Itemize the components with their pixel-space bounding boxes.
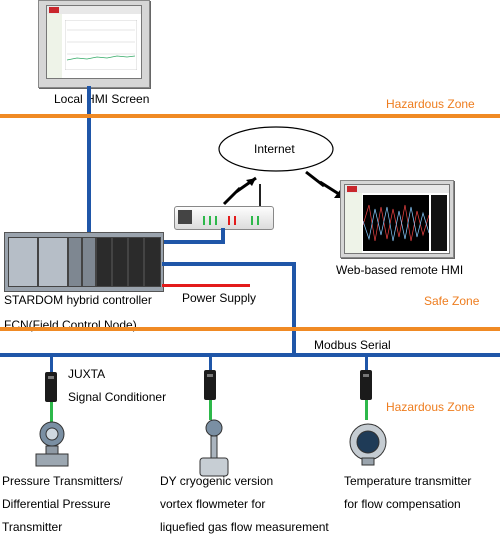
pressure-transmitter-icon [35,421,69,467]
device-2-label-line2: vortex flowmeter for [160,497,266,511]
bottom-hazardous-zone-label: Hazardous Zone [386,400,475,414]
device-3-label-line2: for flow compensation [344,497,461,511]
router-device [174,206,274,230]
local-hmi-trend-graph [65,20,137,70]
signal-conditioner-2 [204,370,216,400]
signal-conditioner-3 [360,370,372,400]
drop-line-1 [50,356,53,374]
remote-hmi-trend-graph [363,204,429,242]
hmi-network-link [87,86,91,246]
safe-zone-boundary [0,327,500,331]
device-2-label-line1: DY cryogenic version [160,474,274,488]
device-2-label-line3: liquefied gas flow measurement [160,520,329,534]
drop-line-3 [365,356,368,372]
wireless-link-icon [222,176,257,206]
controller-label-line1: STARDOM hybrid controller [4,293,152,307]
router-network-link-vertical [221,228,225,242]
device-1-label-line1: Pressure Transmitters/ [2,474,123,488]
device-1-label-line3: Transmitter [2,520,63,534]
drop-line-2 [209,356,212,372]
device-3-label-line1: Temperature transmitter [344,474,472,488]
field-wire-1 [50,402,53,422]
power-supply-label: Power Supply [182,291,257,305]
controller-modbus-link-horizontal [162,262,296,266]
top-hazardous-zone-label: Hazardous Zone [386,97,475,111]
power-supply-line [162,284,250,287]
remote-hmi-screen-display [344,184,450,254]
modbus-label: Modbus Serial [314,338,391,352]
field-wire-2 [209,400,212,420]
signal-conditioner-label: Signal Conditioner [68,390,167,404]
top-zone-boundary [0,114,500,118]
vortex-flowmeter-icon [199,419,229,477]
device-1-label-line2: Differential Pressure [2,497,111,511]
router-antenna [259,184,261,206]
temperature-transmitter-icon [349,423,387,466]
local-hmi-monitor [38,0,150,88]
remote-hmi-label: Web-based remote HMI [336,263,464,277]
modbus-serial-bus [0,353,500,357]
stardom-controller [4,232,164,292]
internet-label: Internet [254,142,295,156]
remote-hmi-monitor [340,180,454,258]
safe-zone-label: Safe Zone [424,294,480,308]
controller-modbus-link-vertical [292,262,296,356]
signal-conditioner-1 [45,372,57,402]
local-hmi-label: Local HMI Screen [54,92,150,106]
juxta-label: JUXTA [68,367,106,381]
local-hmi-screen-display [46,5,142,79]
field-wire-3 [365,400,368,420]
internet-cloud [218,126,334,172]
